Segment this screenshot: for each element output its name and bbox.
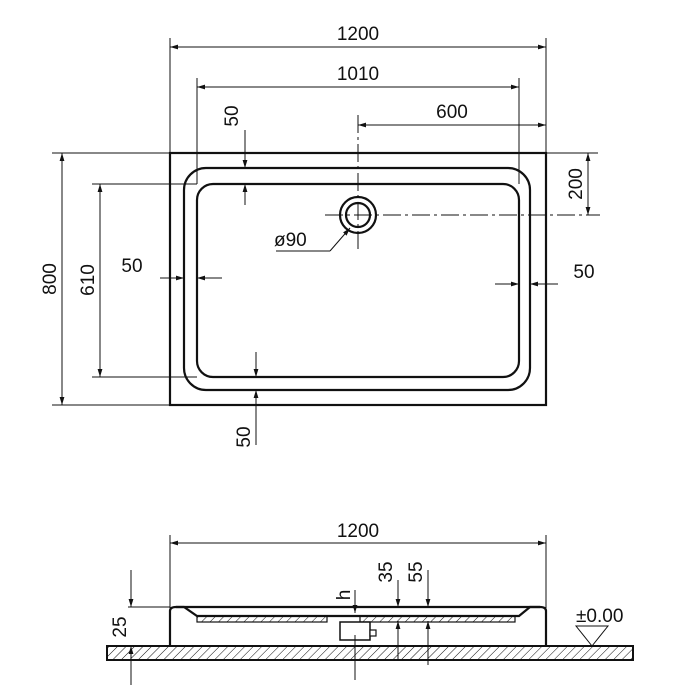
floor-slab xyxy=(106,645,634,661)
hatched-base-right xyxy=(359,615,516,623)
dim-50-left: 50 xyxy=(121,256,142,277)
level-label: ±0.00 xyxy=(576,606,623,627)
drain-outlet xyxy=(369,629,377,637)
section-view: 1200 h 35 55 25 ±0.00 xyxy=(106,521,634,685)
dim-610: 610 xyxy=(78,264,99,296)
dim-50-bottom: 50 xyxy=(234,426,255,447)
tray-section xyxy=(168,605,548,646)
dim-35: 35 xyxy=(376,561,397,582)
dim-50-right: 50 xyxy=(573,262,594,283)
dim-1200-top: 1200 xyxy=(337,24,379,45)
dim-200: 200 xyxy=(566,168,587,200)
drain-leader-arrow xyxy=(329,227,351,252)
plan-view: 1200 1010 600 800 610 200 50 50 50 50 ø9… xyxy=(40,24,600,448)
section-dim-1200: 1200 xyxy=(337,521,379,542)
dim-h: h xyxy=(334,590,355,601)
dim-600: 600 xyxy=(436,102,468,123)
dim-25: 25 xyxy=(110,616,131,637)
hatched-base-left xyxy=(196,615,328,623)
dim-1010: 1010 xyxy=(337,64,379,85)
level-marker-icon xyxy=(574,625,610,647)
dim-55: 55 xyxy=(406,561,427,582)
dim-800: 800 xyxy=(40,263,61,295)
dim-50-top: 50 xyxy=(222,105,243,126)
rim-inner-outline xyxy=(182,166,532,392)
drain-diameter-label: ø90 xyxy=(274,230,307,251)
